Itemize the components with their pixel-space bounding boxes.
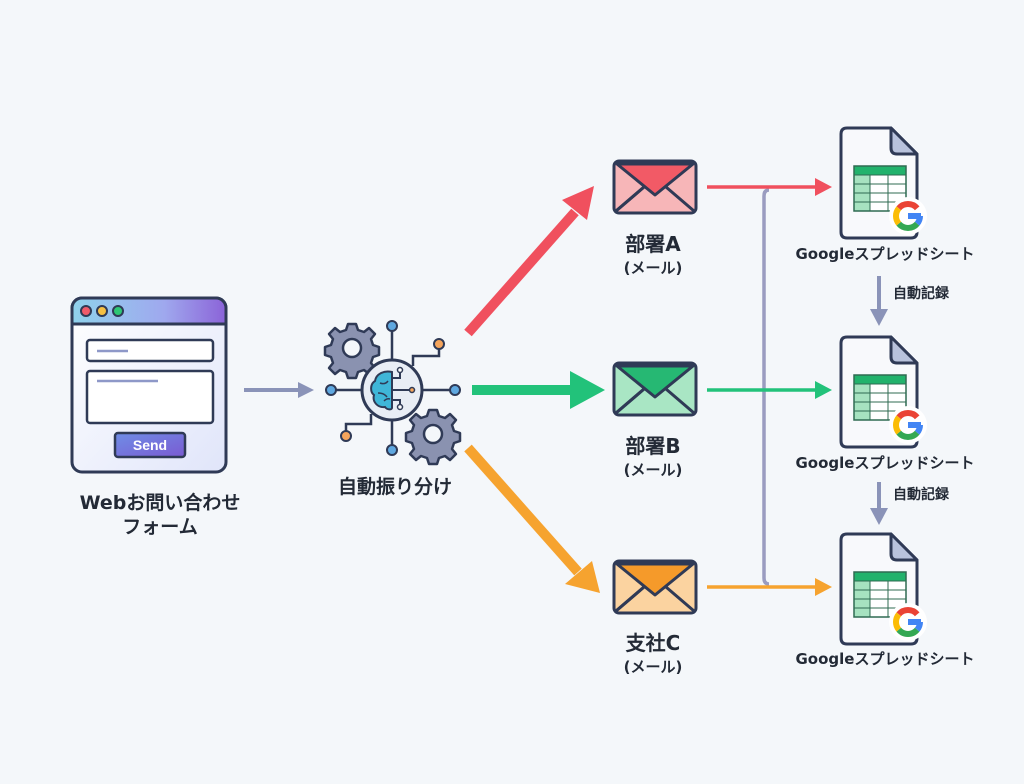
sheet-3-label: Googleスプレッドシート (795, 650, 975, 668)
google-sheet-icon (839, 532, 927, 646)
envelope-branch-c-icon (612, 559, 698, 615)
arrow-form-to-router (244, 382, 314, 398)
window-close-dot (80, 305, 92, 317)
form-label-line1: Webお問い合わせ (79, 492, 241, 514)
arrow-router-to-branch-c (464, 444, 600, 593)
envelope-dept-a-icon (612, 159, 698, 215)
sheet-2-label: Googleスプレッドシート (795, 454, 975, 472)
ai-brain-gears-icon (323, 320, 462, 466)
window-minimize-dot (96, 305, 108, 317)
window-maximize-dot (112, 305, 124, 317)
web-form-icon: Send (70, 296, 228, 474)
connector-bracket (762, 188, 770, 586)
dept-b-label: 部署B (メール) (578, 434, 728, 480)
record-label-2: 自動記録 (893, 487, 949, 503)
arrow-branch-c-to-sheet-3 (707, 578, 832, 596)
envelope-dept-b-icon (612, 361, 698, 417)
gear-icon (323, 322, 381, 380)
router-label: 自動振り分け (337, 476, 452, 498)
form-label: Webお問い合わせ フォーム (40, 492, 280, 540)
form-textarea[interactable] (85, 369, 215, 425)
dept-a-name: 部署A (625, 232, 681, 256)
sheet-1-label: Googleスプレッドシート (795, 245, 975, 263)
google-sheet-icon (839, 335, 927, 449)
form-text-input[interactable] (85, 338, 215, 363)
arrow-router-to-dept-a (464, 186, 594, 337)
branch-c-label: 支社C (メール) (578, 631, 728, 677)
dept-a-sub: (メール) (623, 259, 683, 277)
dept-a-label: 部署A (メール) (578, 232, 728, 278)
form-label-line2: フォーム (122, 515, 198, 538)
branch-c-name: 支社C (625, 631, 681, 655)
branch-c-sub: (メール) (623, 658, 683, 676)
record-label-1: 自動記録 (893, 286, 949, 302)
arrow-router-to-dept-b (472, 371, 605, 409)
arrow-dept-b-to-sheet-2 (707, 381, 832, 399)
google-g-icon (889, 197, 927, 235)
arrow-record-1 (870, 276, 888, 326)
brain-icon (370, 366, 416, 411)
dept-b-name: 部署B (625, 434, 681, 458)
google-g-icon (889, 603, 927, 641)
gear-icon (404, 408, 462, 466)
dept-b-sub: (メール) (623, 461, 683, 479)
send-button[interactable] (113, 431, 187, 459)
google-sheet-icon (839, 126, 927, 240)
google-g-icon (889, 406, 927, 444)
send-button-label: Send (133, 437, 167, 453)
arrow-record-2 (870, 482, 888, 525)
arrow-dept-a-to-sheet-1 (707, 178, 832, 196)
